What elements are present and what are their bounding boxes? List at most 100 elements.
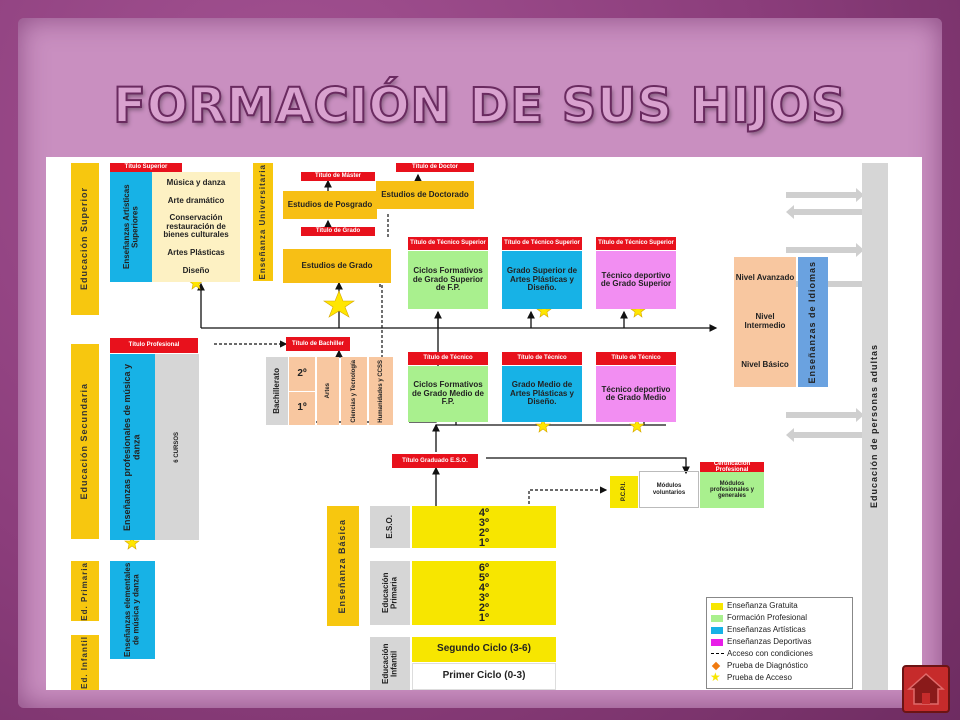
- legend-item: Formación Profesional: [727, 613, 808, 622]
- grado-medio-artes: Grado Medio de Artes Plásticas y Diseño.: [502, 366, 582, 422]
- ensenanzas-elementales-box: Enseñanzas elementales de música y danza: [110, 561, 155, 659]
- primaria-level: 5º: [478, 572, 490, 584]
- primaria-level: 6º: [478, 562, 490, 574]
- legend-swatch: [711, 627, 723, 634]
- band-label: Ed. Infantil: [79, 636, 89, 689]
- band-educacion-secundaria: Educación Secundaria: [71, 344, 99, 539]
- primaria-level: 4º: [478, 582, 490, 594]
- band-personas-adultas: Educación de personas adultas: [862, 163, 888, 690]
- eso-label: E.S.O.: [384, 515, 394, 539]
- band-ed-infantil: Ed. Infantil: [71, 635, 99, 690]
- home-icon: [907, 672, 945, 705]
- elementales-label: Enseñanzas elementales de música y danza: [123, 562, 141, 658]
- adultos-label: Educación de personas adultas: [869, 344, 880, 509]
- education-diagram: Educación Superior Título Superior Enseñ…: [46, 157, 922, 690]
- titulo-superior-label: Título Superior: [110, 163, 182, 172]
- primaria-level: 1º: [478, 612, 490, 624]
- eso-level: 3º: [478, 517, 490, 529]
- artisticas-superiores-box: Enseñanzas Artísticas Superiores: [110, 172, 152, 282]
- modalidad-humanidades: Humanidades y CCSS: [369, 357, 393, 425]
- ensenanzas-profesionales-box: Enseñanzas profesionales de música y dan…: [110, 354, 155, 540]
- artisticas-superiores-label: Enseñanzas Artísticas Superiores: [121, 184, 139, 270]
- band-idiomas: Enseñanzas de Idiomas: [798, 257, 828, 387]
- grado-superior-artes: Grado Superior de Artes Plásticas y Dise…: [502, 251, 582, 309]
- estudios-posgrado: Estudios de Posgrado: [283, 191, 377, 219]
- eso-level: 1º: [478, 537, 490, 549]
- idiomas-level: Nivel Básico: [741, 359, 789, 369]
- modalidad-label: Ciencias y Tecnología: [350, 359, 357, 423]
- legend-dashed-arrow-icon: [711, 653, 724, 654]
- eso-level: 2º: [478, 527, 490, 539]
- primaria-level: 3º: [478, 592, 490, 604]
- artisticas-item: Diseño: [182, 265, 210, 275]
- legend-item: Enseñanzas Deportivas: [727, 637, 812, 646]
- titulo-tecnico-art: Título de Técnico: [502, 352, 582, 365]
- legend-item: Acceso con condiciones: [727, 649, 813, 658]
- primaria-box: Educación Primaria: [370, 561, 410, 625]
- legend-star-icon: ★: [710, 670, 721, 684]
- band-label: Educación Secundaria: [79, 383, 90, 500]
- primaria-levels: 6º 5º 4º 3º 2º 1º: [412, 561, 556, 625]
- primaria-label: Educación Primaria: [380, 572, 398, 614]
- legend-item: Enseñanzas Artísticas: [727, 625, 806, 634]
- certificacion-profesional-label: Certificación Profesional: [700, 461, 764, 473]
- primaria-level: 2º: [478, 602, 490, 614]
- estudios-grado: Estudios de Grado: [283, 249, 391, 283]
- titulo-profesional-label: Título Profesional: [110, 338, 198, 353]
- titulo-tecnico-fp: Título de Técnico: [408, 352, 488, 365]
- ciclos-grado-medio: Ciclos Formativos de Grado Medio de F.P.: [408, 366, 488, 422]
- home-button[interactable]: [902, 665, 950, 713]
- bach-curso-2: 2º: [289, 357, 315, 391]
- legend-swatch: [711, 603, 723, 610]
- band-label: Educación Superior: [79, 187, 90, 291]
- legend-item: Prueba de Acceso: [727, 673, 792, 682]
- titulo-doctor-label: Título de Doctor: [396, 163, 474, 172]
- modalidad-label: Humanidades y CCSS: [377, 359, 384, 423]
- seis-cursos-box: 6 CURSOS: [155, 354, 199, 540]
- page-title: FORMACIÓN DE SUS HIJOS: [112, 77, 847, 135]
- titulo-tecnico-superior-art: Título de Técnico Superior: [502, 237, 582, 250]
- estudios-doctorado: Estudios de Doctorado: [376, 181, 474, 209]
- legend-swatch: [711, 639, 723, 646]
- tecnico-deportivo-superior: Técnico deportivo de Grado Superior: [596, 251, 676, 309]
- band-label: Ed. Primaria: [79, 561, 89, 621]
- modalidad-label: Artes: [324, 383, 331, 399]
- band-label: Enseñanza Básica: [337, 518, 348, 614]
- titulo-bachiller-label: Título de Bachiller: [286, 337, 350, 351]
- band-educacion-superior: Educación Superior: [71, 163, 99, 315]
- band-ensenanza-basica: Enseñanza Básica: [327, 506, 359, 626]
- idiomas-label: Enseñanzas de Idiomas: [807, 260, 818, 384]
- bachillerato-label: Bachillerato: [271, 368, 281, 414]
- infantil-label: Educación Infantil: [380, 643, 398, 684]
- artisticas-item: Artes Plásticas: [167, 248, 225, 258]
- eso-levels: 4º 3º 2º 1º: [412, 506, 556, 549]
- idiomas-level: Nivel Avanzado: [735, 273, 795, 283]
- band-universitaria: Enseñanza Universitaria: [253, 163, 273, 281]
- titulo-tecnico-superior-dep: Título de Técnico Superior: [596, 237, 676, 250]
- cursos-label: 6 CURSOS: [173, 431, 180, 463]
- idiomas-levels: Nivel Avanzado Nivel Intermedio Nivel Bá…: [734, 257, 796, 387]
- modulos-voluntarios: Módulos voluntarios: [639, 471, 699, 508]
- eso-box: E.S.O.: [370, 506, 410, 548]
- pcpi-label: P.C.P.I.: [620, 482, 627, 502]
- modalidad-artes: Artes: [317, 357, 339, 425]
- artisticas-list: Música y danza Arte dramático Conservaci…: [152, 172, 240, 282]
- tecnico-deportivo-medio: Técnico deportivo de Grado Medio: [596, 366, 676, 422]
- artisticas-item: Conservación restauración de bienes cult…: [163, 213, 229, 240]
- segundo-ciclo: Segundo Ciclo (3-6): [412, 637, 556, 662]
- artisticas-item: Arte dramático: [167, 195, 225, 205]
- eso-level: 4º: [478, 507, 490, 519]
- pcpi-box: P.C.P.I.: [610, 476, 638, 508]
- bachillerato-box: Bachillerato: [266, 357, 288, 425]
- titulo-grado-label: Título de Grado: [301, 227, 375, 236]
- modalidad-ciencias: Ciencias y Tecnología: [341, 357, 367, 425]
- legend-diamond-icon: [711, 661, 721, 671]
- bach-curso-1: 1º: [289, 392, 315, 425]
- ensenanzas-profesionales-label: Enseñanzas profesionales de música y dan…: [122, 363, 142, 531]
- universitaria-label: Enseñanza Universitaria: [257, 164, 267, 280]
- titulo-tecnico-dep: Título de Técnico: [596, 352, 676, 365]
- titulo-graduado-eso: Título Graduado E.S.O.: [392, 454, 478, 468]
- ciclos-grado-superior: Ciclos Formativos de Grado Superior de F…: [408, 251, 488, 309]
- legend-swatch: [711, 615, 723, 622]
- titulo-master-label: Título de Máster: [301, 172, 375, 181]
